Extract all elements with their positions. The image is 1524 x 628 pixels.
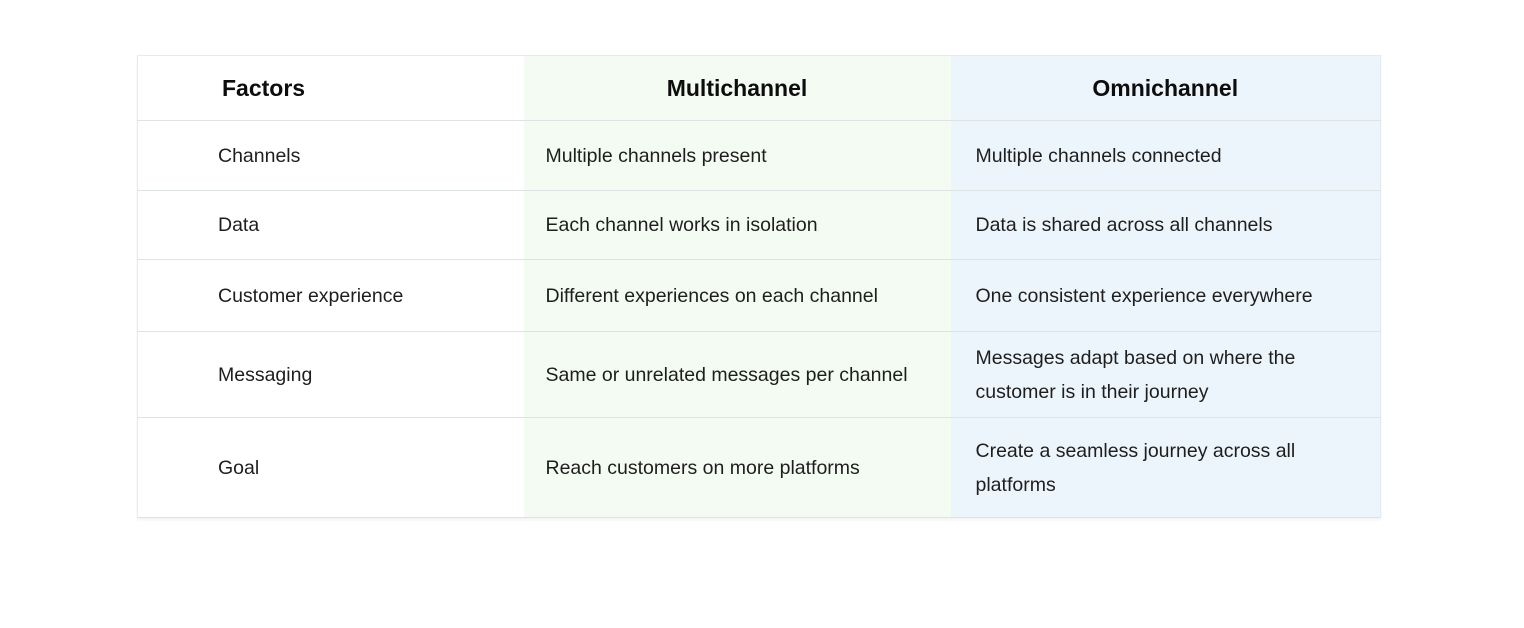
multichannel-cell: Reach customers on more platforms [523,417,951,518]
multichannel-cell: Different experiences on each channel [523,259,951,332]
table-row-customer-experience: Customer experience Different experience… [137,259,1381,332]
multichannel-cell: Each channel works in isolation [523,190,951,260]
table-row-data: Data Each channel works in isolation Dat… [137,190,1381,260]
column-header-omnichannel: Omnichannel [950,55,1381,121]
factor-cell: Data [137,190,524,260]
column-header-multichannel: Multichannel [523,55,951,121]
factor-cell: Goal [137,417,524,518]
multichannel-cell: Multiple channels present [523,120,951,191]
factor-cell: Messaging [137,331,524,418]
factor-cell: Customer experience [137,259,524,332]
multichannel-cell: Same or unrelated messages per channel [523,331,951,418]
omnichannel-cell: Create a seamless journey across all pla… [950,417,1381,518]
omnichannel-cell: Multiple channels connected [950,120,1381,191]
omnichannel-cell: One consistent experience everywhere [950,259,1381,332]
table-row-goal: Goal Reach customers on more platforms C… [137,417,1381,518]
factor-cell: Channels [137,120,524,191]
table-row-channels: Channels Multiple channels present Multi… [137,120,1381,191]
table-row-messaging: Messaging Same or unrelated messages per… [137,331,1381,418]
comparison-table: Factors Multichannel Omnichannel Channel… [137,55,1381,518]
omnichannel-cell: Data is shared across all channels [950,190,1381,260]
omnichannel-cell: Messages adapt based on where the custom… [950,331,1381,418]
column-header-factors: Factors [137,55,524,121]
page: Factors Multichannel Omnichannel Channel… [0,55,1524,628]
header-row: Factors Multichannel Omnichannel [137,55,1381,121]
